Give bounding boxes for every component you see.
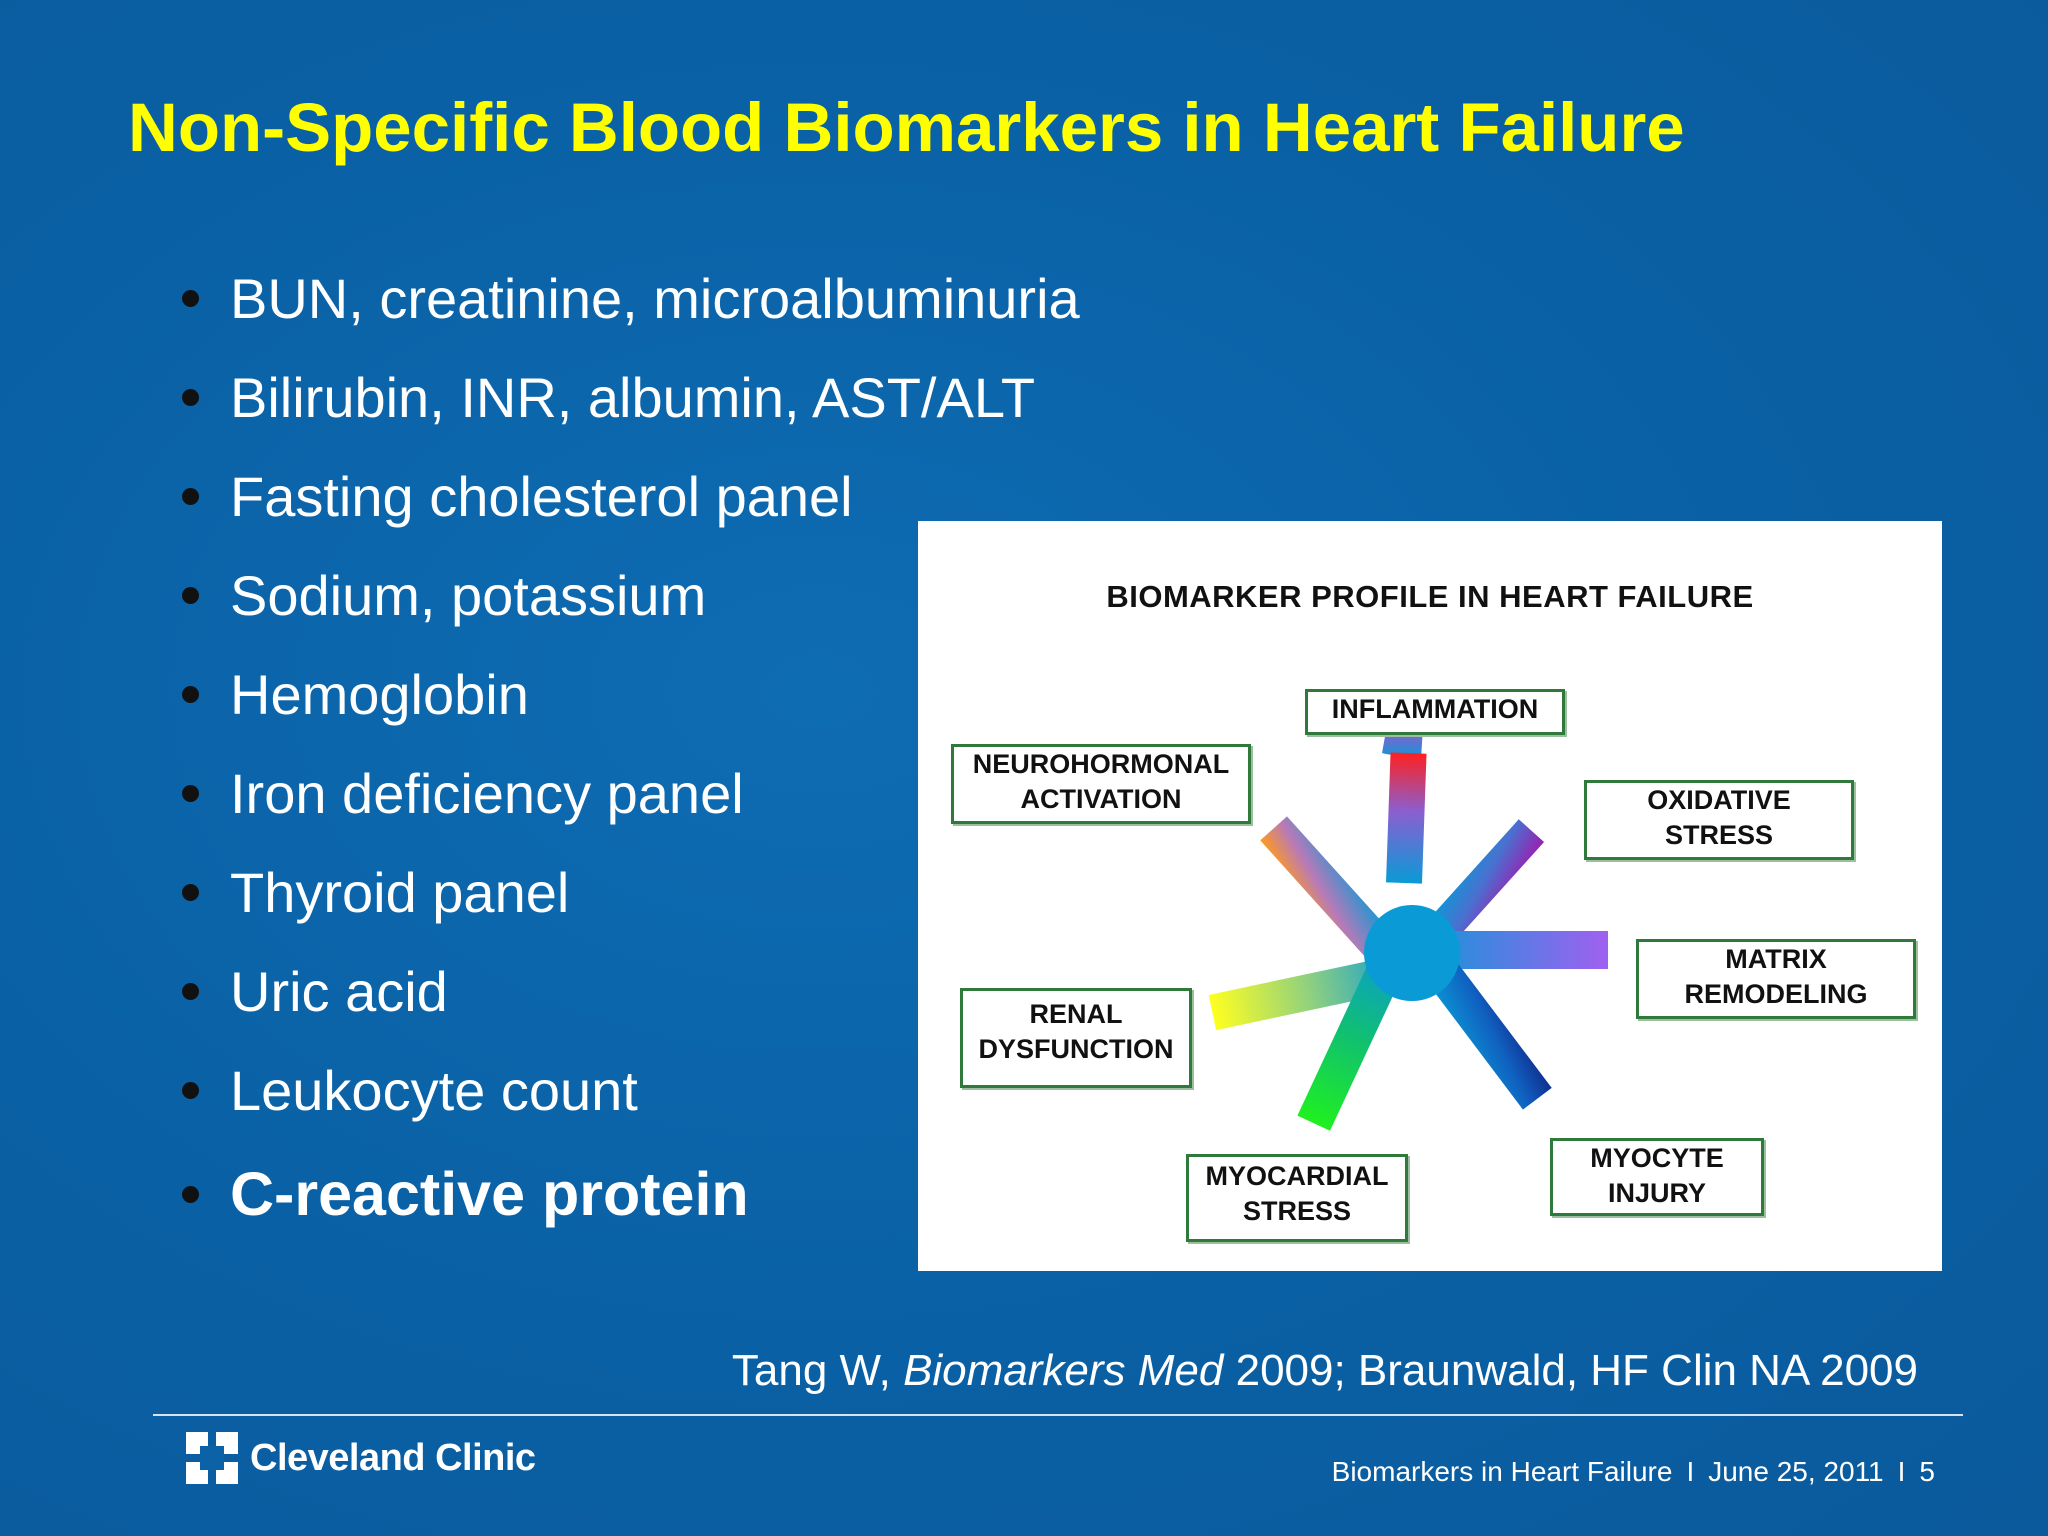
bullet-item-highlighted: C-reactive protein (178, 1139, 1080, 1238)
citation: Tang W, Biomarkers Med 2009; Braunwald, … (731, 1346, 1918, 1395)
bullet-text: Sodium, potassium (230, 564, 707, 627)
bullet-icon (182, 686, 199, 703)
ray-oxidative (1418, 819, 1545, 954)
ray-renal (1208, 953, 1412, 1031)
footer-separator: I (1686, 1456, 1695, 1487)
bullet-item: Hemoglobin (178, 658, 1080, 757)
bullet-icon (182, 389, 199, 406)
cleveland-clinic-logo: Cleveland Clinic (186, 1432, 536, 1484)
slide-title: Non-Specific Blood Biomarkers in Heart F… (128, 89, 1685, 166)
bullet-icon (182, 884, 199, 901)
bullet-item: Iron deficiency panel (178, 757, 1080, 856)
ray-neurohormonal (1260, 816, 1401, 967)
bullet-icon (182, 785, 199, 802)
bullet-icon (182, 1082, 199, 1099)
bullet-item: BUN, creatinine, microalbuminuria (178, 262, 1080, 361)
logo-text: Cleveland Clinic (250, 1436, 536, 1479)
bullet-item: Thyroid panel (178, 856, 1080, 955)
bullet-text: C-reactive protein (230, 1160, 749, 1228)
footer-separator: I (1897, 1456, 1906, 1487)
bullet-list: BUN, creatinine, microalbuminuria Biliru… (178, 262, 1080, 1238)
bullet-item: Leukocyte count (178, 1054, 1080, 1153)
ray-inflammation-bar (1386, 752, 1427, 884)
bullet-icon (182, 587, 199, 604)
label-inflammation: INFLAMMATION (1305, 689, 1565, 735)
slide-footer: Biomarkers in Heart Failure I June 25, 201… (1332, 1456, 1935, 1488)
bullet-text: Hemoglobin (230, 663, 529, 726)
presentation-date: June 25, 2011 (1708, 1456, 1884, 1487)
bullet-item: Bilirubin, INR, albumin, AST/ALT (178, 361, 1080, 460)
page-number: 5 (1919, 1456, 1935, 1487)
figure-title: BIOMARKER PROFILE IN HEART FAILURE (1106, 579, 1754, 614)
bullet-text: Uric acid (230, 960, 448, 1023)
center-hub (1364, 905, 1460, 1001)
bullet-text: Fasting cholesterol panel (230, 465, 853, 528)
bullet-icon (182, 983, 199, 1000)
bullet-item: Sodium, potassium (178, 559, 1080, 658)
bullet-text: Bilirubin, INR, albumin, AST/ALT (230, 366, 1036, 429)
presentation-title: Biomarkers in Heart Failure (1331, 1456, 1673, 1487)
footer-divider (153, 1414, 1963, 1416)
bullet-item: Fasting cholesterol panel (178, 460, 1080, 559)
bullet-text: Thyroid panel (230, 861, 570, 924)
bullet-text: Iron deficiency panel (230, 762, 744, 825)
starburst-diagram (1208, 709, 1608, 1131)
bullet-item: Uric acid (178, 955, 1080, 1054)
bullet-icon (182, 290, 199, 307)
bullet-text: BUN, creatinine, microalbuminuria (230, 267, 1080, 330)
biomarker-profile-figure: BIOMARKER PROFILE IN HEART FAILURE INFLA… (918, 521, 1942, 1271)
cleveland-clinic-logo-icon (186, 1432, 238, 1484)
bullet-icon (182, 1186, 199, 1203)
bullet-icon (182, 488, 199, 505)
bullet-text: Leukocyte count (230, 1059, 638, 1122)
